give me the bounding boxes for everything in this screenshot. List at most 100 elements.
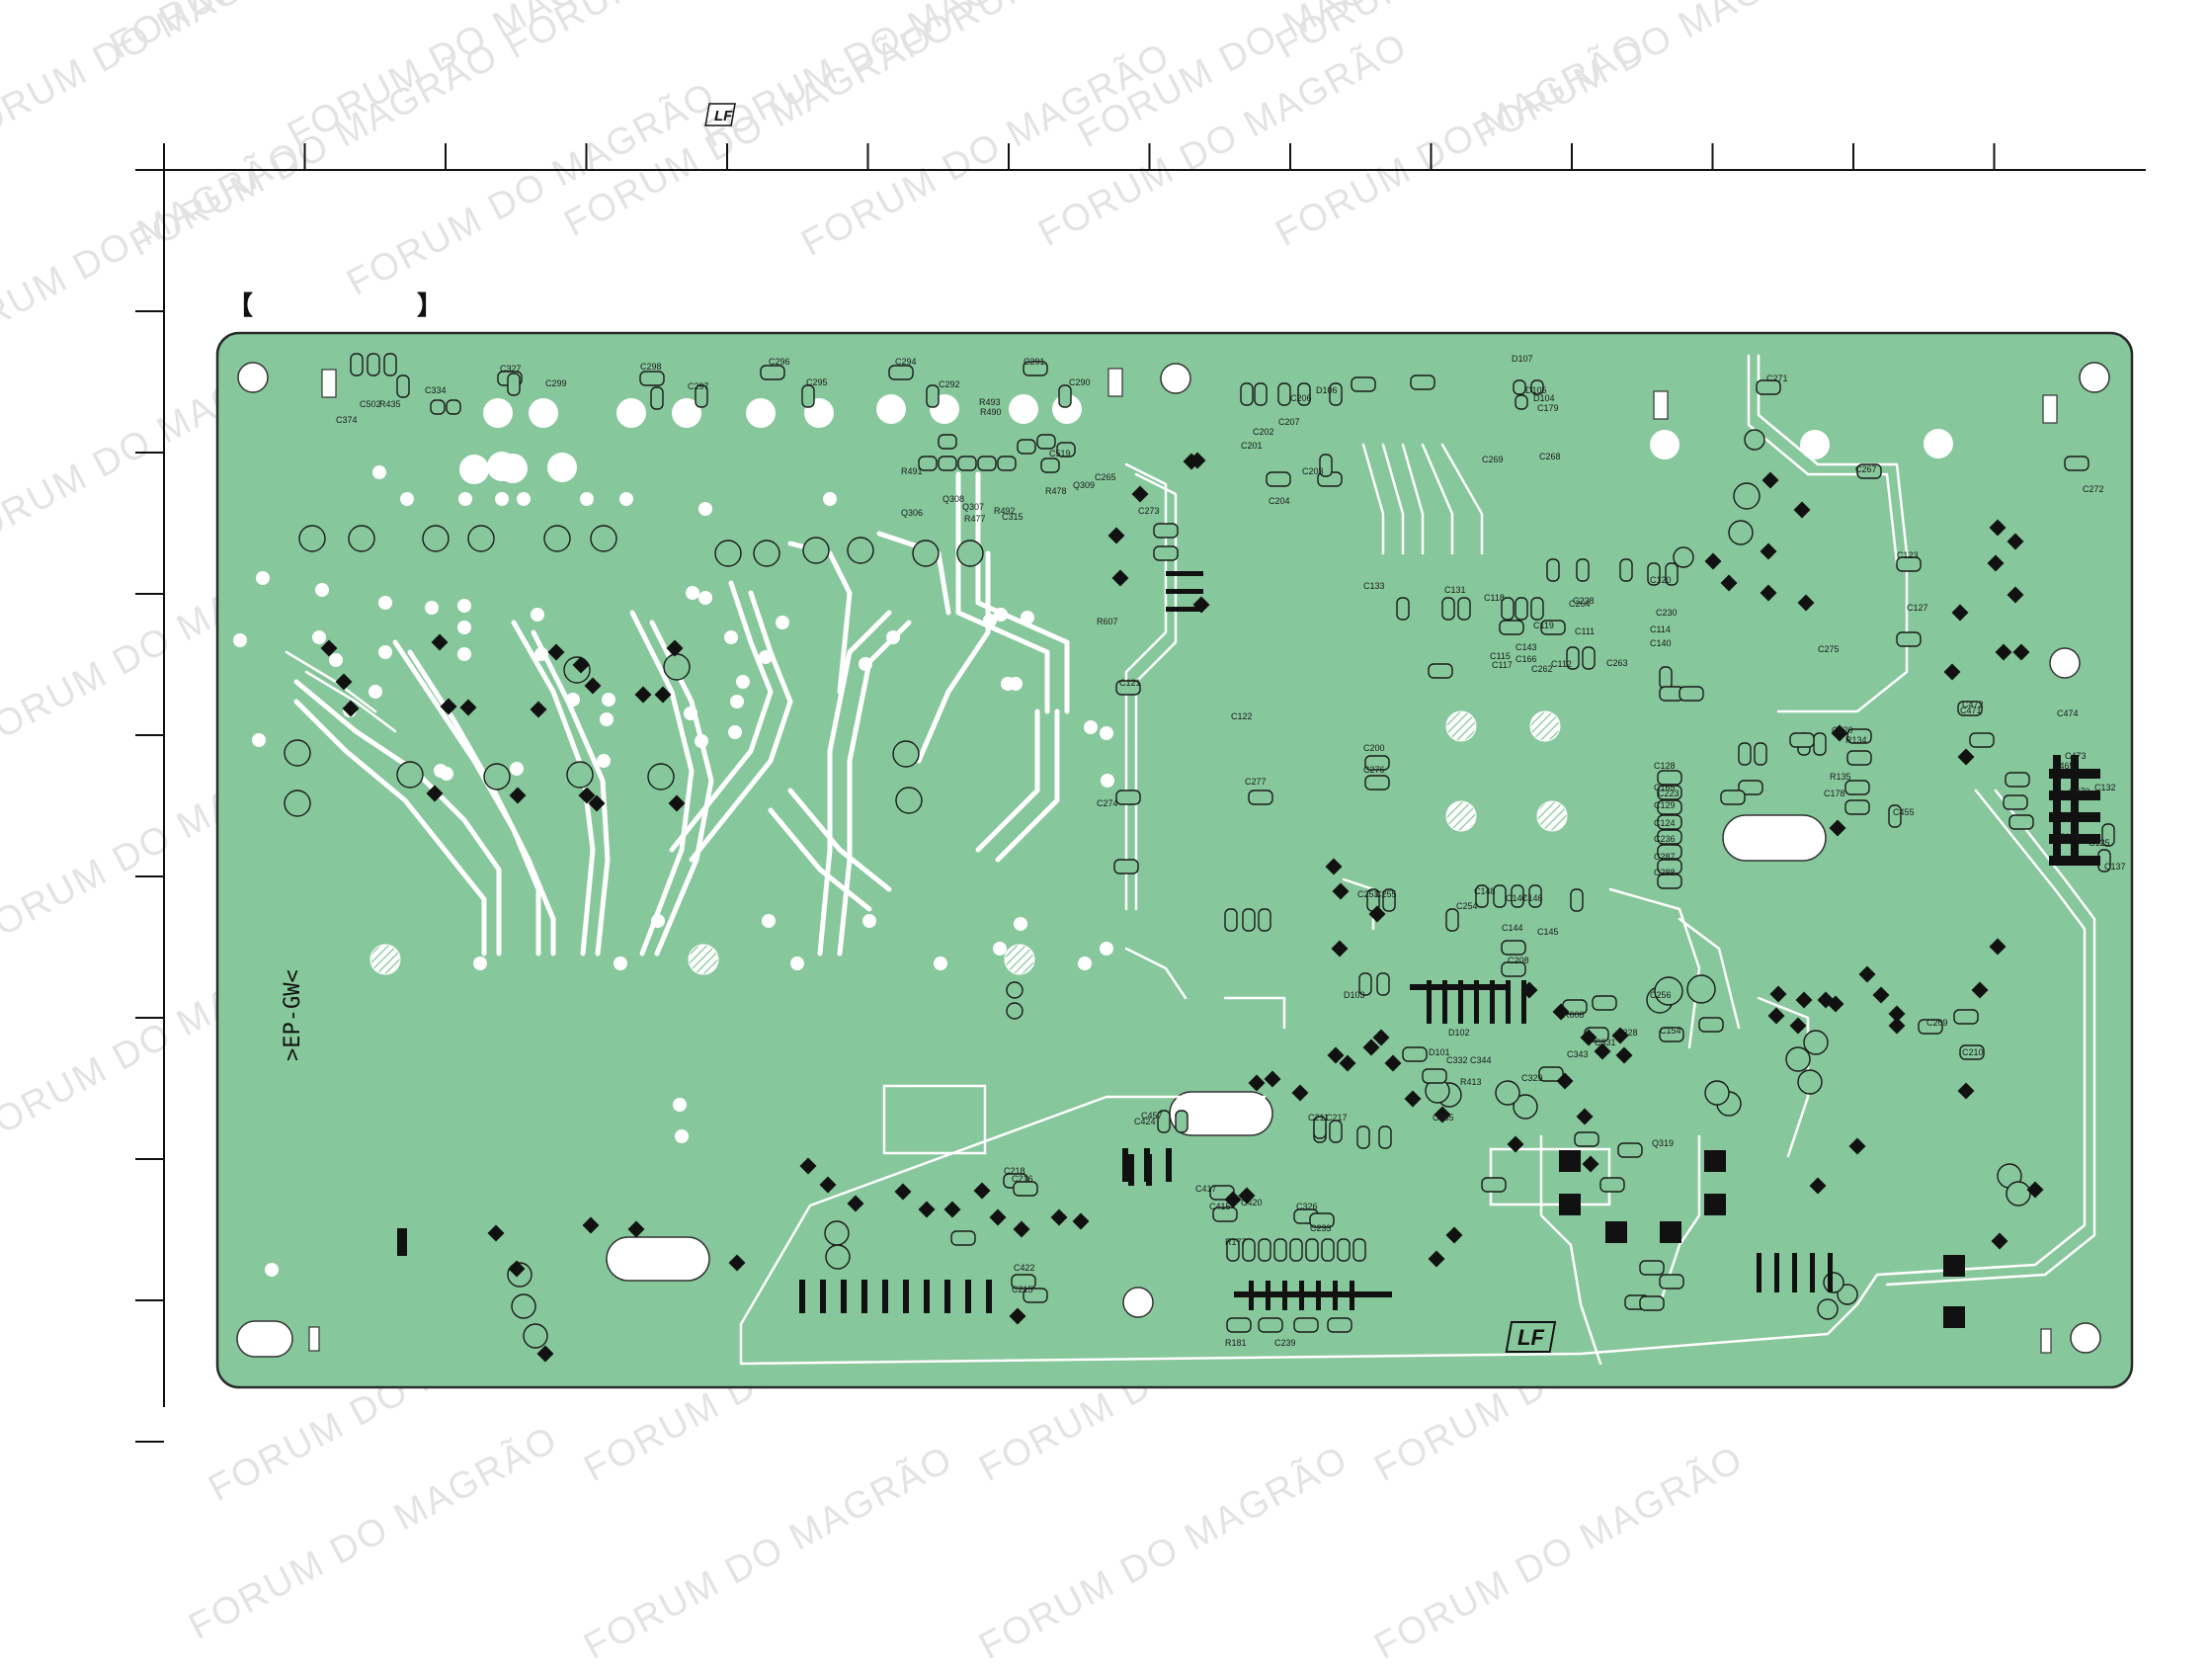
component-designator: C455 xyxy=(1893,807,1915,817)
component-designator: C255 xyxy=(1375,889,1397,899)
component-designator: C298 xyxy=(640,362,662,372)
component-designator: C115 xyxy=(1490,651,1511,661)
component-designator: C256 xyxy=(1650,990,1672,1000)
component-designator: C123 xyxy=(1897,550,1919,560)
component-labels: C374C502R435C334C327C299C298C297C296C295… xyxy=(336,354,2126,1348)
bracket-left: 【 xyxy=(227,291,253,320)
component-designator: C148 xyxy=(1474,886,1496,896)
component-designator: R493 xyxy=(979,397,1001,407)
component-designator: D105 xyxy=(1525,385,1547,395)
component-designator: Q319 xyxy=(1652,1138,1674,1148)
component-designator: C417 xyxy=(1195,1184,1217,1194)
top-logo-text: LF xyxy=(714,108,733,125)
component-designator: C267 xyxy=(1855,464,1877,474)
component-designator: C328 xyxy=(1616,1028,1638,1038)
component-designator: C209 xyxy=(1926,1018,1948,1028)
component-designator: C132 xyxy=(2094,783,2116,792)
component-designator: C147 xyxy=(1506,893,1527,903)
ic-footprint-outline xyxy=(882,1084,987,1155)
component-designator: C124 xyxy=(1654,818,1676,828)
component-designator: C263 xyxy=(1606,658,1628,668)
component-designator: C265 xyxy=(1095,472,1116,482)
component-designator: D103 xyxy=(1344,990,1365,1000)
component-designator: C374 xyxy=(336,415,358,425)
component-designator: R177 xyxy=(1225,1237,1247,1247)
component-designator: C223 xyxy=(1658,789,1679,798)
component-designator: C236 xyxy=(1654,834,1676,844)
component-designator: C144 xyxy=(1502,923,1523,933)
component-designator: D101 xyxy=(1429,1047,1450,1057)
connector-pins xyxy=(397,571,2100,1328)
component-designator: C276 xyxy=(1363,765,1385,775)
component-designator: C112 xyxy=(1551,659,1572,669)
component-designator: R492 xyxy=(994,506,1016,516)
component-designator: C140 xyxy=(1650,638,1672,648)
component-designator: C299 xyxy=(545,378,567,388)
component-designator: C233 xyxy=(1310,1223,1332,1233)
component-designator: C206 xyxy=(1290,393,1312,403)
component-designator: C215 xyxy=(1012,1285,1033,1294)
component-designator: R435 xyxy=(379,399,401,409)
component-designator: C122 xyxy=(1231,711,1253,721)
component-designator: C179 xyxy=(1537,403,1559,413)
component-designator: C272 xyxy=(2083,484,2104,494)
component-designator: C207 xyxy=(1278,417,1300,427)
component-designator: C253 xyxy=(1357,889,1379,899)
component-designator: C111 xyxy=(1575,626,1595,636)
component-designator: Q308 xyxy=(942,494,964,504)
component-designator: R491 xyxy=(901,466,923,476)
component-designator: C502 xyxy=(360,399,381,409)
component-designator: C218 xyxy=(1004,1166,1025,1176)
component-designator: C474 xyxy=(2057,708,2079,718)
component-designator: C294 xyxy=(895,357,917,367)
component-designator: C457 xyxy=(1141,1111,1163,1121)
component-designator: C519 xyxy=(1049,449,1071,458)
diode-bridge-outline xyxy=(1489,1147,1611,1206)
component-designator: C217 xyxy=(1326,1113,1348,1123)
component-designator: C265 xyxy=(1433,1113,1454,1123)
component-designator: C264 xyxy=(1569,599,1591,609)
component-designator: C315 xyxy=(1002,512,1024,522)
component-designator: C271 xyxy=(1766,374,1788,383)
component-designator: C329 xyxy=(1521,1073,1543,1083)
board-name-label: >EP-GW< xyxy=(281,969,305,1061)
pcb-board: C374C502R435C334C327C299C298C297C296C295… xyxy=(215,331,2134,1389)
component-designator: C239 xyxy=(1274,1338,1296,1348)
component-designator: D106 xyxy=(1316,385,1338,395)
component-designator: C262 xyxy=(1531,664,1553,674)
component-designator: R413 xyxy=(1460,1077,1482,1087)
pad-layer xyxy=(233,394,1953,1341)
component-designator: R134 xyxy=(1845,735,1867,745)
component-designator: C344 xyxy=(1470,1055,1492,1065)
bracket-right: 】 xyxy=(417,291,443,320)
component-designator: C201 xyxy=(1241,441,1263,451)
component-designator: C254 xyxy=(1456,901,1478,911)
smd-components xyxy=(350,353,2115,1333)
component-designator: C138 xyxy=(2059,832,2081,842)
component-designator: C216 xyxy=(1012,1174,1033,1184)
component-designator: C334 xyxy=(425,385,447,395)
component-designator: C473 xyxy=(2065,751,2087,761)
component-designator: C129 xyxy=(1654,800,1676,810)
component-designator: C292 xyxy=(939,379,960,389)
component-designator: C290 xyxy=(1069,377,1091,387)
component-designator: C273 xyxy=(1138,506,1160,516)
component-designator: C208 xyxy=(1508,956,1529,965)
component-designator: C327 xyxy=(500,364,522,374)
component-designator: C128 xyxy=(1654,761,1676,771)
component-designator: C291 xyxy=(1024,357,1045,367)
top-logo-icon: LF xyxy=(704,103,736,126)
left-ticks xyxy=(135,310,164,1443)
component-designator: C120 xyxy=(1650,575,1672,585)
component-designator: C287 xyxy=(1654,852,1676,862)
component-designator: C230 xyxy=(1656,608,1678,618)
component-designator: C166 xyxy=(1516,654,1537,664)
component-designator: R607 xyxy=(1097,617,1118,626)
component-designator: C204 xyxy=(1269,496,1290,506)
component-designator: C114 xyxy=(1650,624,1671,634)
bottom-logo-text: LF xyxy=(1517,1325,1544,1350)
component-designator: C268 xyxy=(1539,452,1561,461)
component-designator: C154 xyxy=(1660,1026,1681,1036)
component-designator: C331 xyxy=(1595,1038,1616,1047)
